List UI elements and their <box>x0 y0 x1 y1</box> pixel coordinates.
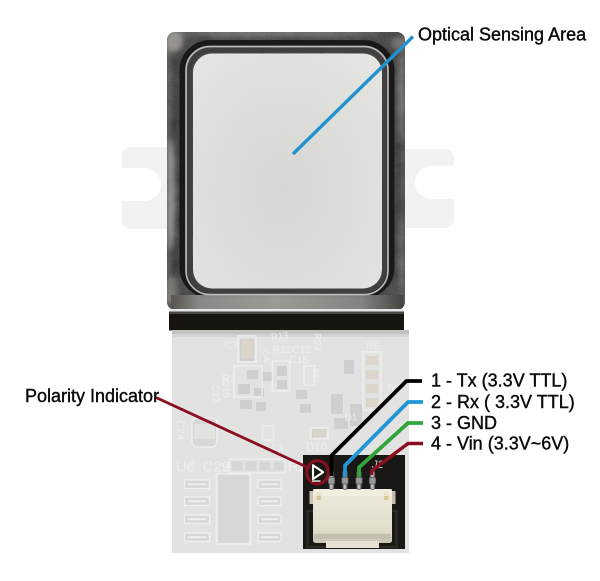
svg-text:1 - Tx (3.3V TTL): 1 - Tx (3.3V TTL) <box>431 371 567 391</box>
svg-text:C13: C13 <box>209 384 222 404</box>
svg-text:2 - Rx ( 3.3V TTL): 2 - Rx ( 3.3V TTL) <box>431 392 575 412</box>
svg-text:C18: C18 <box>289 354 308 366</box>
svg-text:C7: C7 <box>225 341 238 352</box>
svg-text:L1: L1 <box>272 442 284 454</box>
svg-text:Optical Sensing Area: Optical Sensing Area <box>418 25 587 45</box>
svg-text:C29: C29 <box>203 459 231 476</box>
svg-text:Polarity Indicator: Polarity Indicator <box>25 386 159 406</box>
svg-text:R24: R24 <box>311 333 322 352</box>
svg-text:SS1: SS1 <box>311 368 320 384</box>
svg-text:R1: R1 <box>222 373 236 385</box>
svg-text:4 - Vin (3.3V~6V): 4 - Vin (3.3V~6V) <box>431 434 569 454</box>
svg-text:D1: D1 <box>345 413 358 424</box>
svg-text:R12C12: R12C12 <box>273 344 312 356</box>
svg-text:C4: C4 <box>259 348 272 362</box>
svg-text:U6: U6 <box>176 459 195 476</box>
svg-text:C24: C24 <box>174 420 186 440</box>
svg-text:D10: D10 <box>306 442 327 454</box>
svg-text:R13: R13 <box>270 330 289 343</box>
svg-text:3 - GND: 3 - GND <box>431 413 497 433</box>
svg-text:C15: C15 <box>219 379 232 399</box>
svg-text:R6: R6 <box>366 341 380 353</box>
